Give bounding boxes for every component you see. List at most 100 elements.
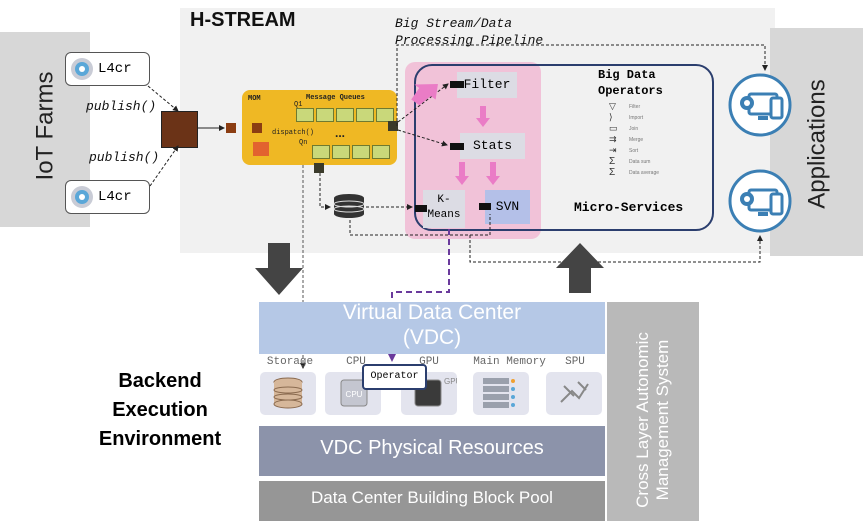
operator-kmeans-line2: Means (427, 209, 461, 221)
operator-svn[interactable]: SVN (479, 190, 530, 224)
merge-icon: ⇉ (609, 134, 617, 144)
physical-resources-block (259, 426, 605, 476)
filter-icon: ▽ (609, 101, 616, 111)
sensor-icon (71, 58, 93, 80)
connector-publish-bottom (149, 145, 179, 187)
cross-layer-line1: Cross Layer Autonomic (633, 332, 652, 508)
queue-q1-label: Q1 (294, 101, 303, 109)
operator-list-item: ⇥Sort (609, 145, 639, 155)
mom-label: MOM (248, 95, 261, 103)
import-icon: ⟩ (609, 112, 613, 122)
big-data-line2: Operators (598, 84, 663, 98)
memory-resource (473, 372, 529, 415)
connector-to-apps-top (396, 44, 768, 126)
up-arrow-icon (556, 243, 604, 293)
vdc-label: Virtual Data Center (VDC) (259, 300, 605, 350)
arrow-stats-kmeans (455, 162, 469, 185)
join-icon: ▭ (609, 123, 618, 133)
port-icon (450, 143, 464, 150)
device-1[interactable]: L4cr (65, 52, 150, 86)
operator-chip[interactable]: Operator (362, 364, 427, 390)
storage-resource (260, 372, 316, 415)
resource-cpu-label: CPU (346, 356, 366, 368)
operator-filter[interactable]: Filter (450, 72, 517, 98)
resource-spu-label: SPU (565, 356, 585, 368)
connector-to-database (319, 173, 331, 210)
big-data-operators-label: Big Data Operators (598, 67, 673, 99)
backend-line3: Environment (98, 428, 222, 450)
resource-memory-label: Main Memory (473, 356, 546, 368)
building-block-pool (259, 481, 605, 521)
operator-list-item: ▭Join (609, 123, 639, 133)
backend-line2: Execution (112, 399, 208, 421)
database-icon (333, 194, 365, 218)
connector-to-filter (397, 83, 449, 123)
backend-line1: Backend (118, 370, 202, 392)
queue-q1 (296, 108, 394, 122)
average-icon: Σ (609, 167, 616, 178)
device-label: L4cr (98, 189, 132, 205)
vdc-block (259, 302, 605, 354)
queue-cell (296, 108, 314, 122)
connector-db-svn (349, 214, 491, 236)
broker-node (161, 111, 198, 148)
connector-to-apps-bottom (469, 235, 763, 263)
queue-cell (372, 145, 390, 159)
queue-cell (316, 108, 334, 122)
publish-label-bottom: publish() (89, 150, 160, 165)
connector-publish-top (147, 85, 179, 112)
queue-qn-label: Qn (299, 139, 308, 147)
cross-layer-line2: Management System (653, 339, 672, 501)
pipeline-title-line1: Big Stream/Data (395, 16, 513, 31)
queue-cell (356, 108, 374, 122)
storage-icon (273, 377, 303, 409)
operator-stats[interactable]: Stats (450, 133, 525, 159)
vdc-line2: (VDC) (402, 326, 462, 349)
operator-list-item: ▽Filter (609, 101, 641, 111)
mom-logo-icon (253, 142, 269, 156)
micro-services-group (414, 64, 714, 231)
big-data-line1: Big Data (598, 68, 656, 82)
svg-text:CPU: CPU (346, 390, 363, 399)
spu-icon (560, 381, 589, 403)
queue-cell (312, 145, 330, 159)
operator-filter-label: Filter (463, 77, 511, 92)
operator-kmeans[interactable]: K- Means (415, 190, 465, 228)
mom-storage-port (314, 163, 324, 173)
svg-text:GPU: GPU (444, 377, 457, 386)
memory-icon (483, 378, 515, 408)
micro-services-label: Micro-Services (574, 200, 684, 215)
operator-svn-label: SVN (495, 199, 520, 214)
pipeline-title: Big Stream/Data Processing Pipeline (395, 15, 575, 49)
mom-inner-port (252, 123, 262, 133)
port-icon (479, 203, 491, 210)
spu-resource (546, 372, 602, 415)
operator-list-item: ⟩Import (609, 112, 644, 122)
device-2[interactable]: L4cr (65, 180, 150, 214)
sum-icon: Σ (609, 156, 616, 167)
down-arrow-icon (255, 243, 303, 295)
cross-layer-label: Cross Layer Autonomic Management System (633, 315, 673, 525)
queue-qn (312, 145, 390, 159)
pipeline-title-line2: Processing Pipeline (395, 33, 544, 48)
message-queues-label: Message Queues (306, 94, 365, 102)
physical-resources-label: VDC Physical Resources (320, 437, 544, 459)
queue-ellipsis: ... (335, 126, 346, 140)
hstream-title: H-STREAM (190, 9, 296, 31)
arrow-stats-svn (486, 162, 500, 185)
sort-icon: ⇥ (609, 145, 617, 155)
publish-label-top: publish() (86, 99, 157, 114)
queue-cell (336, 108, 354, 122)
operator-stats-label: Stats (472, 138, 512, 153)
port-icon (450, 81, 464, 88)
application-icon (728, 73, 792, 137)
resource-storage-label: Storage (266, 356, 314, 368)
building-block-label: Data Center Building Block Pool (311, 488, 553, 507)
cpu-icon: CPU (340, 379, 368, 407)
mom-output-port (388, 121, 398, 131)
application-icon (728, 169, 792, 233)
port-icon (415, 205, 427, 212)
cross-layer-panel (607, 302, 699, 521)
